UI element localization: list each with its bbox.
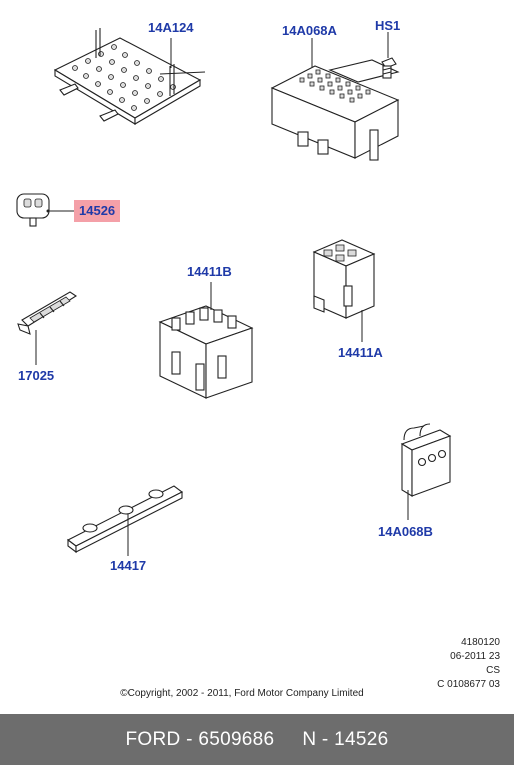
part-14A068A-drawing xyxy=(270,38,400,161)
part-label-14526: 14526 xyxy=(74,200,121,222)
part-14A068B-drawing xyxy=(400,423,452,520)
part-HS1-drawing xyxy=(381,32,397,79)
part-label-14A068B: 14A068B xyxy=(378,524,433,539)
part-14411A-drawing xyxy=(312,239,376,342)
part-label-HS1: HS1 xyxy=(375,18,401,33)
part-14411B-drawing xyxy=(158,282,254,399)
parts-diagram xyxy=(16,28,452,556)
part-label-14417: 14417 xyxy=(110,558,147,573)
part-label-14411A: 14411A xyxy=(338,345,383,360)
part-14417-drawing xyxy=(66,485,184,556)
part-14A124-drawing xyxy=(53,28,206,125)
part-label-14A068A: 14A068A xyxy=(282,23,337,38)
footer-part-number: 6509686 xyxy=(198,728,275,750)
meta-line-3: CS xyxy=(486,665,500,676)
diagram-meta: 4180120 06-2011 23 CS C 0108677 03 xyxy=(437,636,500,692)
part-17025-drawing xyxy=(17,291,78,365)
meta-line-2: 06-2011 23 xyxy=(450,651,500,662)
footer-bar: FORD - 6509686 N - 14526 xyxy=(0,714,514,765)
part-label-14411B: 14411B xyxy=(187,264,232,279)
part-14526-drawing xyxy=(16,193,75,227)
meta-line-4: C 0108677 03 xyxy=(437,679,500,690)
copyright-notice: ©Copyright, 2002 - 2011, Ford Motor Comp… xyxy=(120,688,364,699)
part-label-17025: 17025 xyxy=(18,368,55,383)
footer-gap xyxy=(274,729,302,751)
part-label-14A124: 14A124 xyxy=(148,20,194,35)
meta-line-1: 4180120 xyxy=(461,637,500,648)
footer-brand: FORD xyxy=(125,728,181,750)
footer-reference: N - 14526 xyxy=(302,728,389,750)
footer-separator: - xyxy=(180,728,199,750)
